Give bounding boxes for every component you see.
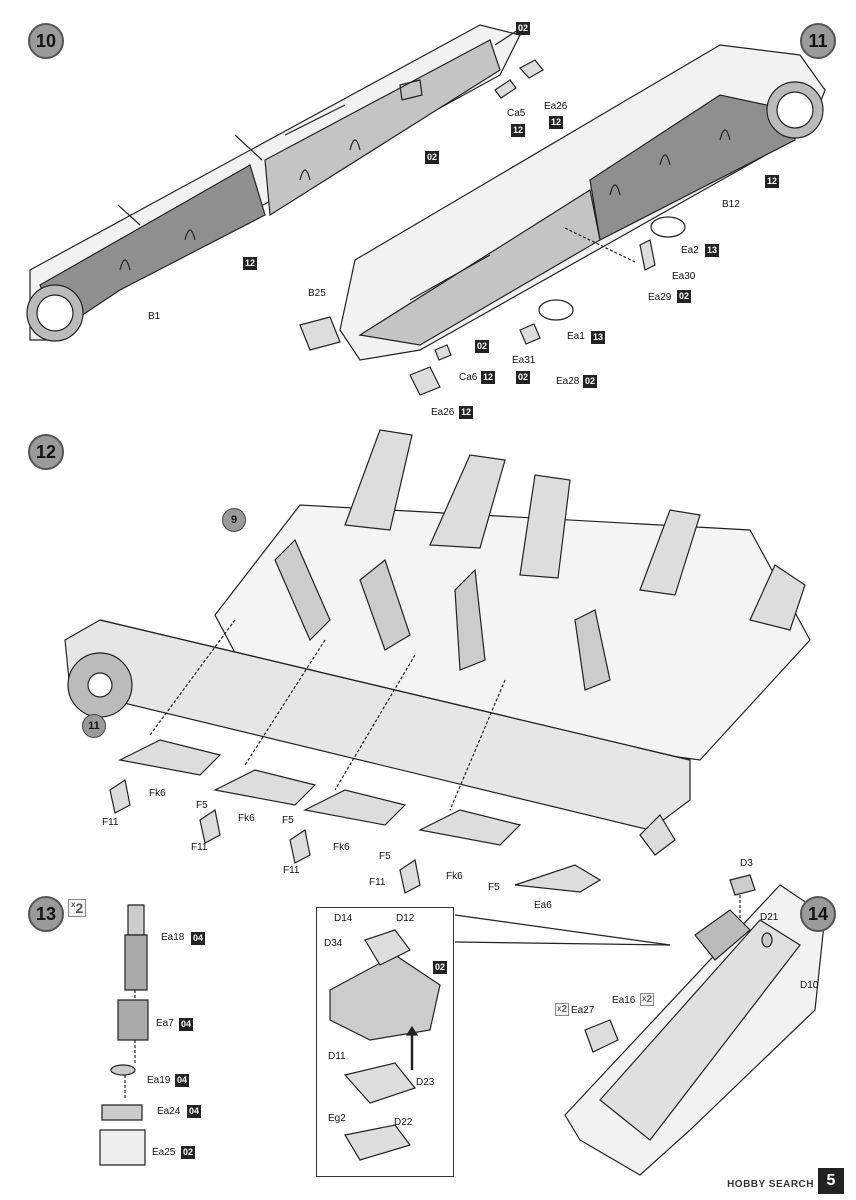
part-label-d22: D22 bbox=[394, 1117, 413, 1128]
sprue-box: 12 bbox=[243, 257, 258, 270]
page-number: 5 bbox=[818, 1168, 844, 1194]
detail-inset-frame bbox=[316, 907, 454, 1177]
part-label-d3: D3 bbox=[740, 858, 753, 869]
sprue-box: 12 bbox=[511, 124, 526, 137]
part-label-ea1: Ea1 bbox=[567, 331, 585, 342]
part-label-f11: F11 bbox=[283, 865, 300, 876]
part-label-f11: F11 bbox=[102, 817, 119, 828]
sprue-box: 13 bbox=[705, 244, 720, 257]
sprue-box: 13 bbox=[591, 331, 606, 344]
part-label-d10: D10 bbox=[800, 980, 819, 991]
side-panel-b1-drawing bbox=[26, 24, 544, 342]
ref-step-9: 9 bbox=[222, 508, 246, 532]
part-label-d23: D23 bbox=[416, 1077, 435, 1088]
sprue-box: 12 bbox=[459, 406, 474, 419]
part-label-b1: B1 bbox=[148, 311, 161, 322]
part-label-b25: B25 bbox=[308, 288, 326, 299]
part-label-f11: F11 bbox=[191, 842, 208, 853]
part-label-ea18: Ea18 bbox=[161, 932, 185, 943]
sprue-box: 04 bbox=[191, 932, 206, 945]
sprue-box: 04 bbox=[187, 1105, 202, 1118]
step-number-12: 12 bbox=[28, 434, 64, 470]
part-label-d11: D11 bbox=[328, 1051, 346, 1062]
side-panel-b12-drawing bbox=[299, 44, 826, 396]
sprue-box: 02 bbox=[583, 375, 598, 388]
part-label-d21: D21 bbox=[760, 912, 779, 923]
sprue-box: 12 bbox=[549, 116, 564, 129]
part-label-d14: D14 bbox=[334, 913, 353, 924]
part-label-b12: B12 bbox=[722, 199, 740, 210]
sprue-box: 02 bbox=[677, 290, 692, 303]
part-label-f5: F5 bbox=[379, 851, 391, 862]
watermark: HOBBY SEARCH bbox=[727, 1179, 814, 1190]
sprue-box: 02 bbox=[516, 22, 531, 35]
part-label-eg2: Eg2 bbox=[328, 1113, 346, 1124]
step-number-14: 14 bbox=[800, 896, 836, 932]
part-label-fk6: Fk6 bbox=[333, 842, 350, 853]
part-label-ea16: Ea16 bbox=[612, 995, 636, 1006]
sprue-box: 12 bbox=[765, 175, 780, 188]
sprue-box: 02 bbox=[475, 340, 490, 353]
floor-plate-d10-drawing bbox=[329, 874, 826, 1176]
ref-step-11: 11 bbox=[82, 714, 106, 738]
part-label-ea26: Ea26 bbox=[544, 101, 568, 112]
part-label-ea24: Ea24 bbox=[157, 1106, 181, 1117]
part-label-f5: F5 bbox=[488, 882, 500, 893]
part-label-ca5: Ca5 bbox=[507, 108, 526, 119]
part-label-ea26: Ea26 bbox=[431, 407, 455, 418]
sprue-box: 02 bbox=[425, 151, 440, 164]
part-label-ea30: Ea30 bbox=[672, 271, 696, 282]
part-label-fk6: Fk6 bbox=[446, 871, 463, 882]
sprue-box: 12 bbox=[481, 371, 496, 384]
spring-stack-drawing bbox=[99, 904, 149, 1166]
sprue-box: 04 bbox=[179, 1018, 194, 1031]
sprue-box: 04 bbox=[175, 1074, 190, 1087]
part-label-ea2: Ea2 bbox=[681, 245, 699, 256]
step-number-13: 13 bbox=[28, 896, 64, 932]
part-label-fk6: Fk6 bbox=[238, 813, 255, 824]
step-number-11: 11 bbox=[800, 23, 836, 59]
part-label-ea29: Ea29 bbox=[648, 292, 672, 303]
part-label-ea31: Ea31 bbox=[512, 355, 536, 366]
sprue-box: 02 bbox=[516, 371, 531, 384]
part-label-f5: F5 bbox=[196, 800, 208, 811]
part-label-f5: F5 bbox=[282, 815, 294, 826]
part-label-ea7: Ea7 bbox=[156, 1018, 174, 1029]
part-label-ea6: Ea6 bbox=[534, 900, 552, 911]
multiplier-ea16: x2 bbox=[640, 993, 655, 1006]
part-label-ea19: Ea19 bbox=[147, 1075, 171, 1086]
part-label-f11: F11 bbox=[369, 877, 386, 888]
multiplier-step-13: x2 bbox=[68, 899, 87, 917]
part-label-ea27: Ea27 bbox=[571, 1005, 595, 1016]
part-label-d12: D12 bbox=[396, 913, 415, 924]
step-number-10: 10 bbox=[28, 23, 64, 59]
multiplier-ea27: x2 bbox=[555, 1003, 570, 1016]
part-label-d34: D34 bbox=[324, 938, 343, 949]
sprue-box: 02 bbox=[433, 961, 448, 974]
part-label-ea28: Ea28 bbox=[556, 376, 580, 387]
part-label-ca6: Ca6 bbox=[459, 372, 478, 383]
sprue-box: 02 bbox=[181, 1146, 196, 1159]
part-label-fk6: Fk6 bbox=[149, 788, 166, 799]
hull-suspension-drawing bbox=[64, 429, 811, 894]
part-label-ea25: Ea25 bbox=[152, 1147, 176, 1158]
